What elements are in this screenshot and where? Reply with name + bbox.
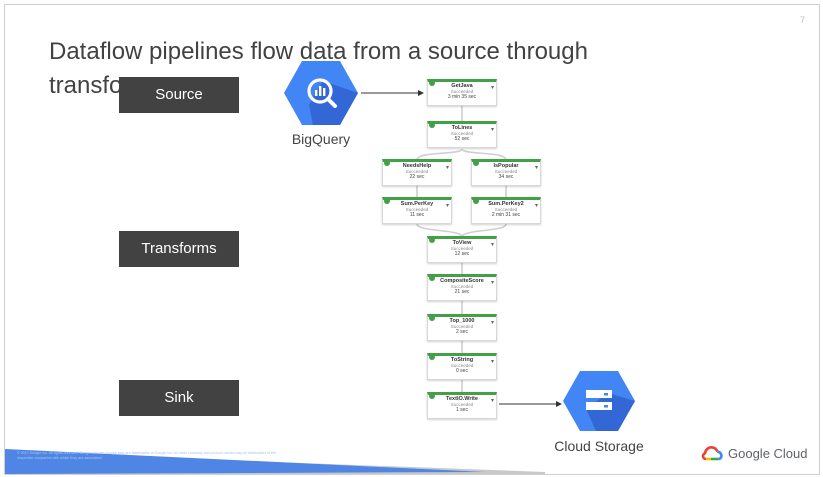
node-status: Succeeded (450, 363, 474, 368)
brand-name: Google Cloud (728, 445, 808, 461)
chevron-down-icon[interactable]: ▾ (490, 85, 494, 91)
pipeline-node[interactable]: ▾ Sum.PerKey2 Succeeded 2 min 31 sec (471, 197, 541, 224)
success-check-icon (429, 354, 435, 360)
stage-label-source: Source (119, 77, 239, 113)
footer-band (5, 449, 545, 474)
bigquery-icon (284, 61, 358, 125)
node-status: Succeeded (450, 246, 474, 251)
stage-label-sink: Sink (119, 380, 239, 416)
node-name: CompositeScore (440, 278, 484, 284)
node-status: Succeeded (450, 402, 474, 407)
node-name: Sum.PerKey2 (488, 201, 524, 207)
chevron-down-icon[interactable]: ▾ (445, 203, 449, 209)
node-status: Succeeded (405, 169, 429, 174)
node-status: Succeeded (450, 89, 474, 94)
node-name: NeedsHelp (402, 163, 432, 169)
node-name: ToView (452, 240, 472, 246)
success-check-icon (473, 160, 479, 166)
pipeline-node[interactable]: ▾ Top_1000 Succeeded 2 sec (427, 314, 497, 341)
success-check-icon (429, 315, 435, 321)
google-cloud-brand: Google Cloud (701, 445, 808, 461)
success-check-icon (429, 393, 435, 399)
google-cloud-logo-icon (701, 446, 723, 461)
node-status: Succeeded (450, 131, 474, 136)
success-check-icon (429, 80, 435, 86)
node-name: TextIO.Write (446, 396, 478, 402)
slide-title: Dataflow pipelines flow data from a sour… (49, 38, 588, 99)
stage-label-transforms: Transforms (119, 231, 239, 267)
node-time: 52 sec (454, 136, 470, 142)
page-number: 7 (799, 15, 805, 25)
pipeline-node[interactable]: ▾ GetJava Succeeded 3 min 35 sec (427, 79, 497, 106)
node-status: Succeeded (494, 169, 518, 174)
pipeline-node[interactable]: ▾ IsPopular Succeeded 34 sec (471, 159, 541, 186)
pipeline-node[interactable]: ▾ ToLines Succeeded 52 sec (427, 121, 497, 148)
node-name: Sum.PerKey (400, 201, 434, 207)
chevron-down-icon[interactable]: ▾ (490, 242, 494, 248)
pipeline-node[interactable]: ▾ CompositeScore Succeeded 21 sec (427, 274, 497, 301)
success-check-icon (473, 198, 479, 204)
node-time: 22 sec (409, 174, 425, 180)
pipeline-node[interactable]: ▾ ToString Succeeded 0 sec (427, 353, 497, 380)
chevron-down-icon[interactable]: ▾ (445, 165, 449, 171)
node-time: 1 sec (456, 407, 468, 413)
node-time: 12 sec (454, 251, 470, 257)
node-time: 34 sec (498, 174, 514, 180)
chevron-down-icon[interactable]: ▾ (490, 127, 494, 133)
pipeline-node[interactable]: ▾ Sum.PerKey Succeeded 11 sec (382, 197, 452, 224)
cloud-storage-label: Cloud Storage (554, 438, 644, 454)
chevron-down-icon[interactable]: ▾ (534, 203, 538, 209)
pipeline-node[interactable]: ▾ ToView Succeeded 12 sec (427, 236, 497, 263)
pipeline-edges (361, 90, 562, 407)
node-time: 11 sec (409, 212, 425, 218)
node-status: Succeeded (450, 324, 474, 329)
success-check-icon (429, 237, 435, 243)
node-name: GetJava (451, 83, 473, 89)
node-status: Succeeded (405, 207, 429, 212)
bigquery-label: BigQuery (291, 131, 351, 147)
node-name: ToLines (451, 125, 473, 131)
chevron-down-icon[interactable]: ▾ (534, 165, 538, 171)
success-check-icon (384, 160, 390, 166)
pipeline-node[interactable]: ▾ TextIO.Write Succeeded 1 sec (427, 392, 497, 419)
success-check-icon (384, 198, 390, 204)
node-name: IsPopular (493, 163, 519, 169)
node-time: 2 sec (456, 329, 468, 335)
chevron-down-icon[interactable]: ▾ (490, 398, 494, 404)
node-time: 21 sec (454, 289, 470, 295)
success-check-icon (429, 275, 435, 281)
node-time: 3 min 35 sec (447, 94, 477, 100)
node-status: Succeeded (494, 207, 518, 212)
chevron-down-icon[interactable]: ▾ (490, 359, 494, 365)
pipeline-node[interactable]: ▾ NeedsHelp Succeeded 22 sec (382, 159, 452, 186)
node-name: ToString (450, 357, 474, 363)
copyright-notice: © 2017 Google Inc. All rights reserved. … (17, 451, 277, 460)
cloud-storage-icon (563, 371, 635, 431)
node-name: Top_1000 (449, 318, 475, 324)
success-check-icon (429, 122, 435, 128)
node-status: Succeeded (450, 284, 474, 289)
node-time: 2 min 31 sec (491, 212, 521, 218)
slide: © 2017 Google Inc. All rights reserved. … (4, 4, 820, 475)
chevron-down-icon[interactable]: ▾ (490, 280, 494, 286)
chevron-down-icon[interactable]: ▾ (490, 320, 494, 326)
node-time: 0 sec (456, 368, 468, 374)
